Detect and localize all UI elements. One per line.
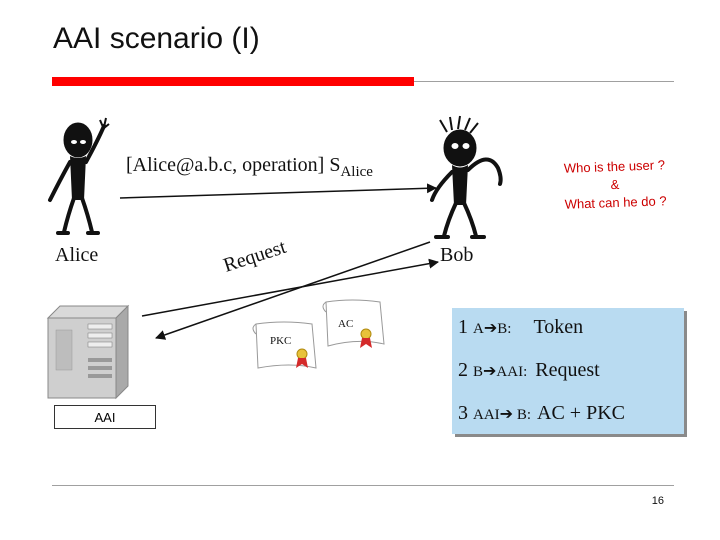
step-3: 3 AAI➔ B:AC + PKC — [458, 402, 625, 424]
signed-message-label: [Alice@a.b.c, operation] SAlice — [126, 154, 373, 180]
pkc-certificate-icon: PKC — [252, 321, 317, 369]
bob-question: Who is the user ? & What can he do ? — [563, 157, 667, 212]
pkc-label: PKC — [270, 335, 291, 347]
step-2: 2 B➔AAI:Request — [458, 359, 600, 381]
page-number: 16 — [651, 495, 664, 507]
steps-box: 1 A➔B:Token 2 B➔AAI:Request 3 AAI➔ B:AC … — [452, 308, 684, 434]
bob-label: Bob — [440, 244, 474, 266]
ac-label: AC — [338, 318, 353, 330]
title-divider-line — [414, 81, 674, 82]
bob-to-aai-arrow — [155, 241, 431, 340]
request-label: Request — [221, 236, 290, 277]
right-arrow-icon: ➔ — [483, 320, 498, 337]
title-accent-bar — [52, 77, 414, 86]
ac-certificate-icon: AC — [322, 299, 385, 348]
right-arrow-icon: ➔ — [499, 406, 514, 423]
page-title: AAI scenario (I) — [53, 22, 260, 55]
aai-to-bob-arrow — [141, 258, 439, 317]
right-arrow-icon: ➔ — [483, 363, 497, 380]
footer-divider-line — [52, 485, 674, 486]
aai-server-icon — [46, 304, 130, 400]
bob-figure-icon — [430, 115, 503, 239]
step-1: 1 A➔B:Token — [458, 316, 584, 338]
alice-label: Alice — [55, 244, 99, 266]
aai-label: AAI — [54, 405, 156, 429]
alice-figure-icon — [48, 117, 110, 235]
alice-to-bob-arrow — [119, 183, 437, 199]
